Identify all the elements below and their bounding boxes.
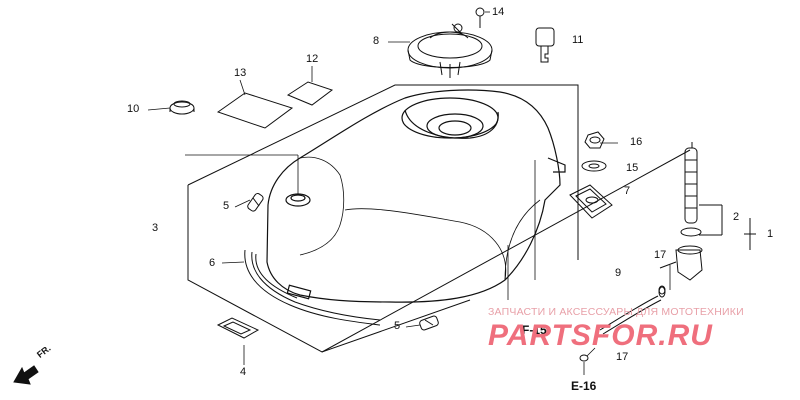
part-17-clip-lower xyxy=(579,354,589,362)
part-2-fuel-valve xyxy=(659,147,703,281)
part-8-fuel-cap xyxy=(407,23,493,78)
part-16-nut xyxy=(584,131,605,149)
callout-2: 2 xyxy=(733,211,740,223)
callout-16: 16 xyxy=(630,136,643,148)
callout-15: 15 xyxy=(626,162,639,174)
callout-13: 13 xyxy=(234,67,247,79)
part-10-grommet xyxy=(169,100,195,115)
watermark-logo: PARTSFOR.RU xyxy=(488,319,713,352)
callout-5-upper: 5 xyxy=(223,200,230,212)
callout-11: 11 xyxy=(572,34,584,46)
part-13-pad xyxy=(216,92,294,129)
part-15-washer xyxy=(581,160,607,172)
callout-12: 12 xyxy=(306,53,319,65)
fuel-tank xyxy=(266,89,566,303)
part-7-bracket xyxy=(569,184,613,219)
front-direction-arrow xyxy=(13,365,39,385)
leader-lines xyxy=(147,11,671,375)
callout-17-upper: 17 xyxy=(654,249,667,261)
part-6-strip xyxy=(244,249,381,326)
ref-f15: F-15 xyxy=(522,323,547,337)
callout-7: 7 xyxy=(624,185,631,197)
part-11-key xyxy=(535,27,555,63)
callout-17-lower: 17 xyxy=(616,351,629,363)
part-14-screw xyxy=(475,7,485,28)
part-17-clip-upper xyxy=(658,285,666,295)
callout-14: 14 xyxy=(492,6,505,18)
part-5-clip-lower xyxy=(419,315,439,331)
callout-1: 1 xyxy=(767,228,774,240)
callout-6: 6 xyxy=(209,257,216,269)
tank-assembly-frame xyxy=(187,84,691,353)
watermark-tagline: ЗАПЧАСТИ И АКСЕССУАРЫ ДЛЯ МОТОТЕХНИКИ xyxy=(488,306,744,318)
callout-8: 8 xyxy=(373,35,380,47)
part-12-pad xyxy=(286,81,334,106)
callout-4: 4 xyxy=(240,366,247,378)
callout-10: 10 xyxy=(127,103,140,115)
part-5-clip-upper xyxy=(247,193,264,212)
callout-9: 9 xyxy=(615,267,622,279)
callout-bracket xyxy=(699,204,756,250)
ref-e16: E-16 xyxy=(571,379,597,393)
part-4-pad xyxy=(216,317,260,339)
callout-3: 3 xyxy=(152,222,159,234)
callout-5-lower: 5 xyxy=(394,320,401,332)
